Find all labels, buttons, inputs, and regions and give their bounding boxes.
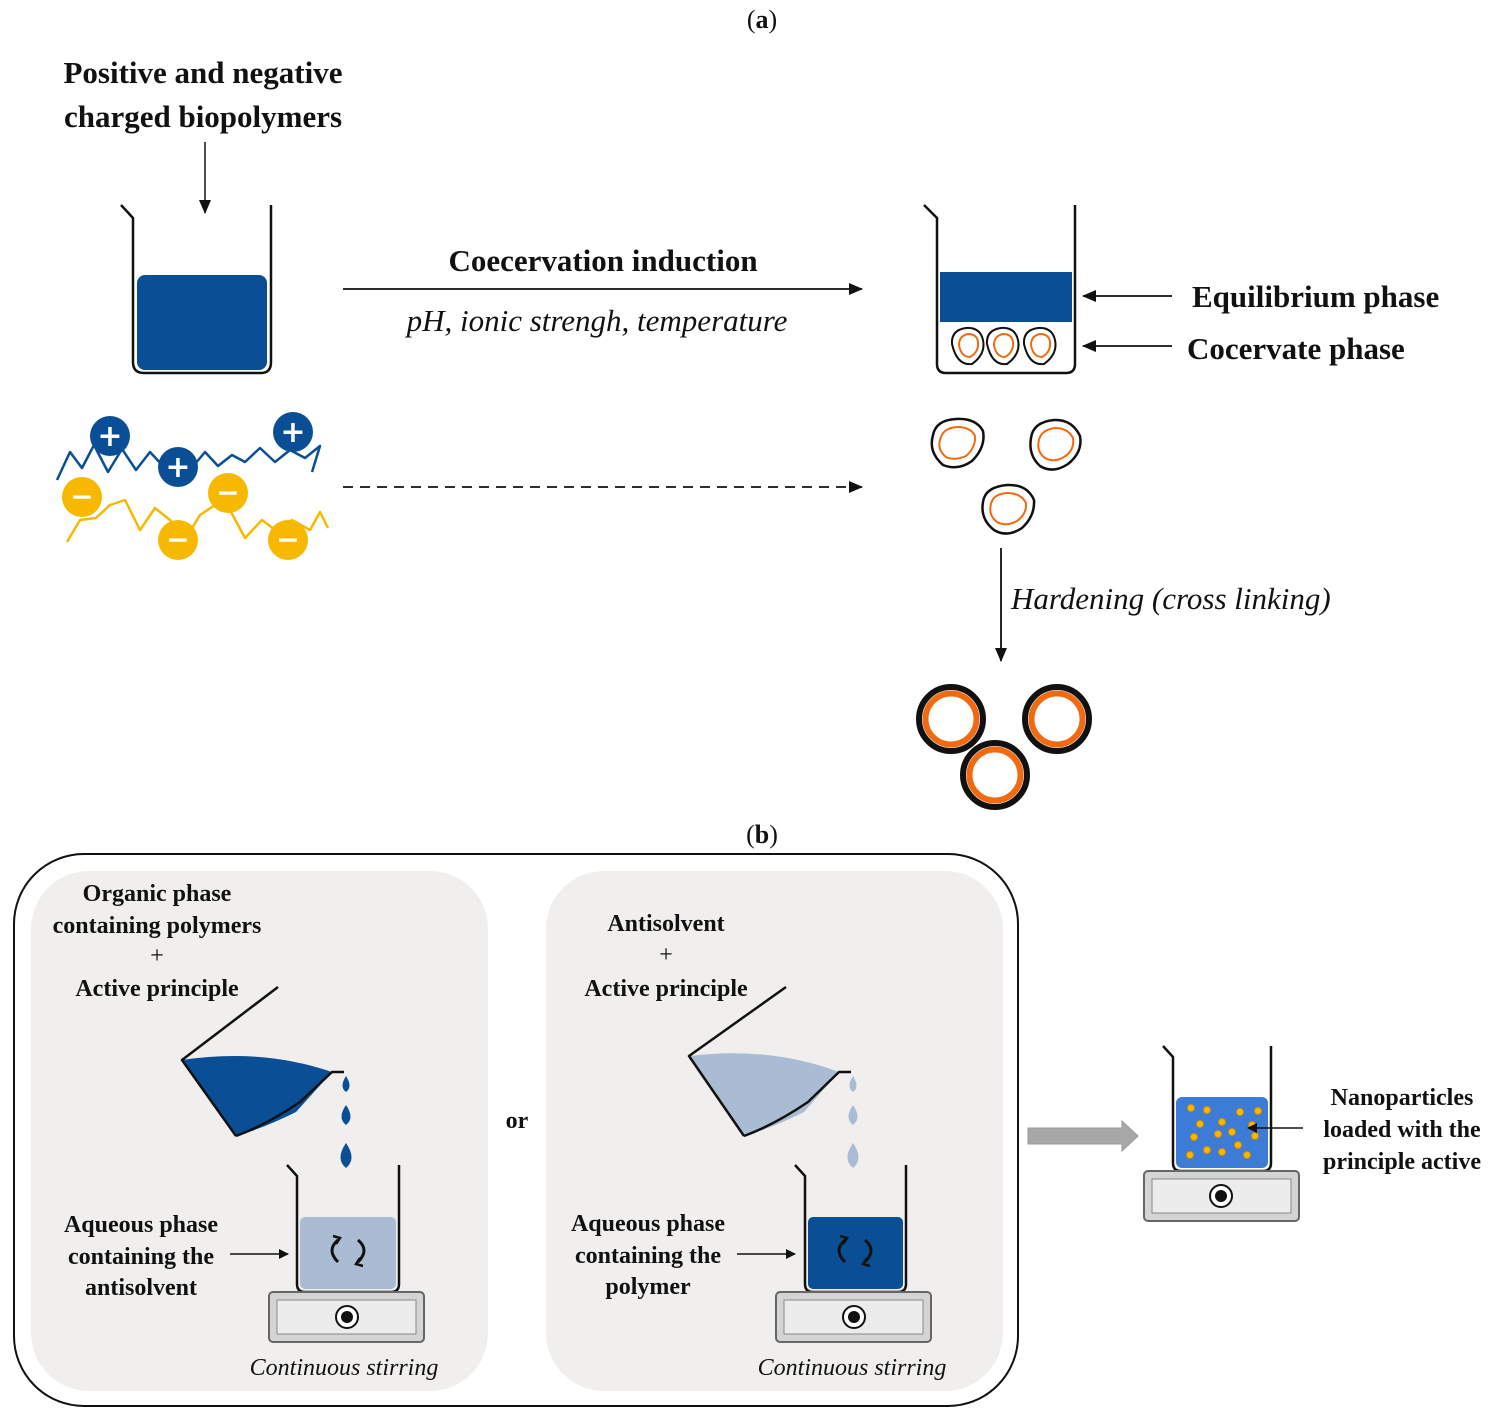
right-beaker bbox=[923, 204, 1077, 375]
negative-charge bbox=[62, 477, 102, 517]
left-active-principle: Active principle bbox=[75, 976, 239, 1002]
equilibrium-phase-layer bbox=[940, 272, 1072, 322]
right-aqueous-line2: containing the bbox=[575, 1243, 721, 1269]
right-plus: + bbox=[659, 942, 673, 968]
minus-icon: − bbox=[166, 523, 189, 556]
pouring-beaker-light bbox=[687, 985, 851, 1138]
positive-charge bbox=[158, 447, 198, 487]
result-stirrer-plate bbox=[1143, 1170, 1300, 1222]
negative-chain bbox=[65, 498, 330, 543]
panel-a-label: (a) bbox=[747, 5, 777, 34]
left-plus: + bbox=[150, 943, 164, 969]
minus-icon: − bbox=[70, 480, 93, 513]
negative-charge bbox=[208, 473, 248, 513]
input-title-line2: charged biopolymers bbox=[64, 99, 342, 134]
negative-charge bbox=[158, 520, 198, 560]
left-stirring-label: Continuous stirring bbox=[250, 1355, 439, 1381]
panel-b-label: (b) bbox=[746, 820, 778, 849]
antisolvent-label: Antisolvent bbox=[607, 911, 724, 937]
hardening-label: Hardening (cross linking) bbox=[1010, 581, 1331, 616]
minus-icon: − bbox=[216, 476, 239, 509]
plus-icon: + bbox=[97, 419, 122, 454]
or-label: or bbox=[506, 1108, 529, 1134]
coacervate-label: Cocervate phase bbox=[1187, 331, 1405, 366]
pouring-beaker-dark bbox=[180, 986, 344, 1138]
right-active-principle: Active principle bbox=[584, 976, 748, 1002]
polymer-chains: + + + − − − − bbox=[55, 412, 330, 560]
right-method-panel bbox=[546, 871, 1003, 1391]
result-beaker bbox=[1162, 1045, 1273, 1173]
right-aqueous-line1: Aqueous phase bbox=[571, 1211, 725, 1237]
nanoparticles bbox=[1186, 1104, 1262, 1159]
input-title-line1: Positive and negative bbox=[64, 55, 343, 90]
process-conditions: pH, ionic strengh, temperature bbox=[405, 303, 788, 338]
left-aqueous-solution bbox=[300, 1217, 396, 1289]
hardened-capsules bbox=[916, 684, 1092, 810]
negative-charge bbox=[268, 520, 308, 560]
result-arrow bbox=[1027, 1119, 1139, 1153]
stirring-icon bbox=[837, 1234, 873, 1268]
organic-phase-line2: containing polymers bbox=[53, 913, 262, 939]
organic-phase-line1: Organic phase bbox=[83, 881, 232, 907]
left-aqueous-line2: containing the bbox=[68, 1244, 214, 1270]
plus-icon: + bbox=[280, 415, 305, 450]
process-title: Coecervation induction bbox=[448, 243, 757, 278]
plus-icon: + bbox=[165, 450, 190, 485]
left-aqueous-line3: antisolvent bbox=[85, 1275, 197, 1301]
right-stirrer-plate bbox=[775, 1291, 932, 1343]
right-aqueous-solution bbox=[808, 1217, 903, 1289]
left-beaker bbox=[120, 204, 273, 375]
positive-charge bbox=[273, 412, 313, 452]
result-solution bbox=[1176, 1097, 1268, 1168]
equilibrium-label: Equilibrium phase bbox=[1192, 279, 1439, 314]
positive-charge bbox=[90, 416, 130, 456]
beaker-solution bbox=[137, 275, 267, 370]
left-aqueous-line1: Aqueous phase bbox=[64, 1212, 218, 1238]
result-line3: principle active bbox=[1323, 1149, 1481, 1175]
right-stirring-label: Continuous stirring bbox=[758, 1355, 947, 1381]
left-stirrer-plate bbox=[268, 1291, 425, 1343]
right-aqueous-line3: polymer bbox=[605, 1274, 691, 1300]
coacervate-droplets bbox=[930, 417, 1082, 535]
minus-icon: − bbox=[276, 523, 299, 556]
stirring-icon bbox=[330, 1234, 366, 1268]
drops-dark bbox=[340, 1076, 352, 1168]
drops-light bbox=[847, 1076, 859, 1168]
result-line1: Nanoparticles bbox=[1331, 1085, 1474, 1111]
result-line2: loaded with the bbox=[1323, 1117, 1481, 1143]
